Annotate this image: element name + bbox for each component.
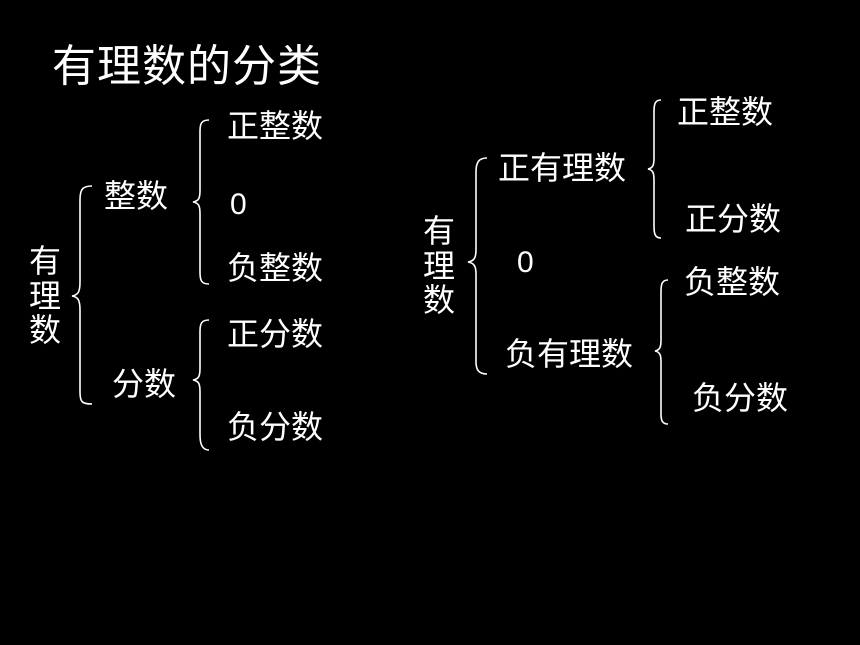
left-root-label: 有理数 xyxy=(28,242,61,350)
right-negative-brace xyxy=(654,279,669,425)
left-root-brace xyxy=(71,185,93,405)
left-positive-integers-label: 正整数 xyxy=(227,107,324,145)
left-positive-fractions-label: 正分数 xyxy=(227,315,324,353)
right-negative-rationals-label: 负有理数 xyxy=(505,335,634,373)
right-negative-integers-label: 负整数 xyxy=(684,263,781,301)
right-positive-integers-label: 正整数 xyxy=(677,93,774,131)
left-integers-brace xyxy=(192,119,210,285)
right-positive-fractions-label: 正分数 xyxy=(685,200,782,238)
left-fractions-label: 分数 xyxy=(112,365,177,403)
left-negative-fractions-label: 负分数 xyxy=(227,408,324,446)
right-root-label: 有理数 xyxy=(422,212,455,320)
right-negative-fractions-label: 负分数 xyxy=(692,379,789,417)
right-zero-label: 0 xyxy=(517,246,534,279)
left-fractions-brace xyxy=(192,319,210,451)
left-zero-label: 0 xyxy=(230,188,247,221)
left-integers-label: 整数 xyxy=(104,177,169,215)
right-positive-rationals-label: 正有理数 xyxy=(498,149,627,187)
right-positive-brace xyxy=(647,99,662,239)
slide-title: 有理数的分类 xyxy=(52,41,322,92)
left-negative-integers-label: 负整数 xyxy=(227,249,324,287)
right-root-brace xyxy=(467,157,488,375)
